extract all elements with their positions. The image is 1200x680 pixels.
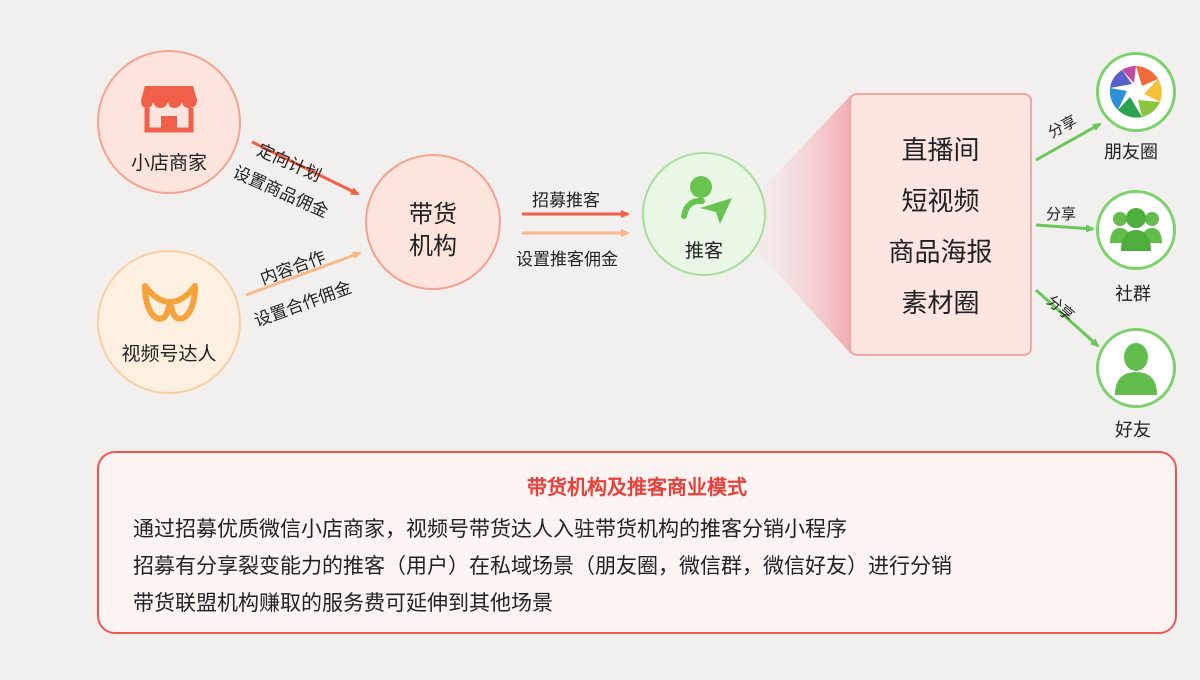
promoter-node: 推客 xyxy=(642,152,766,276)
moments-aperture-icon xyxy=(1109,65,1162,118)
business-model-info-box: 带货机构及推客商业模式 通过招募优质微信小店商家，视频号带货达人入驻带货机构的推… xyxy=(97,451,1177,634)
group-icon xyxy=(1110,208,1162,251)
video-creator-label: 视频号达人 xyxy=(121,343,217,365)
arrow-share-moments xyxy=(1035,122,1102,162)
user-icon xyxy=(1115,343,1157,395)
edge-label-set-promoter-commission: 设置推客佣金 xyxy=(516,250,618,270)
channels-icon xyxy=(142,283,198,322)
content-item-product-poster: 商品海报 xyxy=(888,238,993,268)
content-item-material-circle: 素材圈 xyxy=(901,289,980,319)
info-line-2: 招募有分享裂变能力的推客（用户）在私域场景（朋友圈，微信群，微信好友）进行分销 xyxy=(133,554,952,578)
arrow-share-friend xyxy=(1034,288,1100,348)
friend-node xyxy=(1096,328,1176,408)
community-label: 社群 xyxy=(1115,284,1151,305)
moments-node xyxy=(1096,52,1176,132)
share-label-2: 分享 xyxy=(1046,205,1077,223)
store-icon xyxy=(141,86,197,133)
arrow-share-community xyxy=(1035,223,1095,233)
shop-merchant-label: 小店商家 xyxy=(130,152,207,174)
promoter-person-icon xyxy=(681,176,732,224)
content-item-short-video: 短视频 xyxy=(901,187,980,217)
agency-node: 带货 机构 xyxy=(365,154,501,290)
info-line-3: 带货联盟机构赚取的服务费可延伸到其他场景 xyxy=(133,591,553,615)
arrow-creator-to-agency xyxy=(245,251,362,297)
arrow-shop-to-agency xyxy=(251,140,360,196)
info-title: 带货机构及推客商业模式 xyxy=(527,475,747,499)
info-line-1: 通过招募优质微信小店商家，视频号带货达人入驻带货机构的推客分销小程序 xyxy=(133,517,847,541)
content-item-live-room: 直播间 xyxy=(901,136,980,166)
video-creator-node: 视频号达人 xyxy=(97,250,241,394)
community-node xyxy=(1096,190,1176,270)
agency-label-line2: 机构 xyxy=(409,232,457,260)
promoter-label: 推客 xyxy=(684,240,723,262)
friend-label: 好友 xyxy=(1115,420,1151,441)
shop-merchant-node: 小店商家 xyxy=(97,50,241,194)
edge-label-recruit-promoters: 招募推客 xyxy=(532,191,600,211)
agency-label-line1: 带货 xyxy=(409,200,457,228)
moments-label: 朋友圈 xyxy=(1104,142,1158,163)
projection-beam xyxy=(752,95,851,354)
content-channels-box: 直播间 短视频 商品海报 素材圈 xyxy=(849,93,1032,356)
